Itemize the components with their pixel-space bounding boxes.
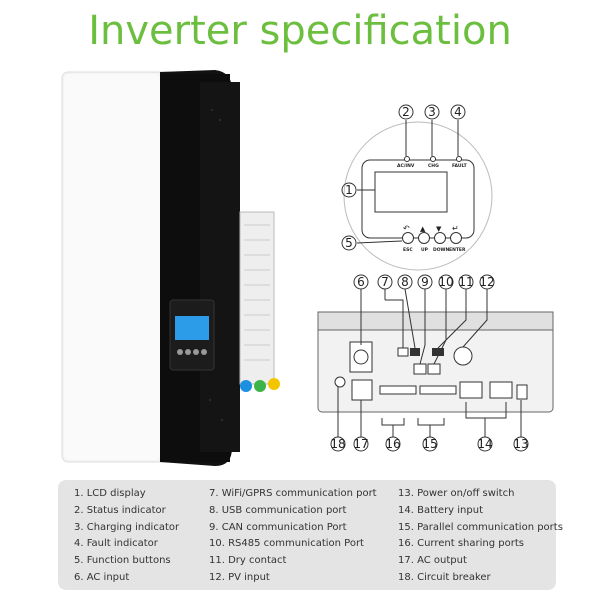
legend-item: 15. Parallel communication ports	[398, 521, 563, 533]
callout-15: 15	[422, 437, 437, 451]
legend-column-1: 1. LCD display 2. Status indicator 3. Ch…	[74, 486, 179, 587]
legend-item: 14. Battery input	[398, 504, 483, 516]
page-title: Inverter specification	[88, 8, 512, 54]
legend-item: 2. Status indicator	[74, 504, 166, 516]
legend-item: 4. Fault indicator	[74, 538, 158, 550]
callout-12: 12	[479, 275, 494, 289]
legend-column-2: 7. WiFi/GPRS communication port 8. USB c…	[209, 486, 377, 587]
callout-5: 5	[345, 236, 353, 250]
indicator-label-fault: FAULT	[452, 163, 468, 169]
button-label-esc: ESC	[403, 247, 413, 253]
legend-item: 16. Current sharing ports	[398, 538, 524, 550]
legend-item: 12. PV input	[209, 571, 270, 583]
callout-7: 7	[381, 275, 389, 289]
button-label-down: DOWN	[433, 247, 450, 253]
svg-text:▲: ▲	[420, 225, 426, 233]
legend-item: 3. Charging indicator	[74, 521, 180, 533]
inverter-illustration	[61, 70, 280, 466]
indicator-label-acinv: AC/INV	[397, 163, 415, 169]
legend-column-3: 13. Power on/off switch 14. Battery inpu…	[398, 486, 563, 587]
callout-3: 3	[428, 105, 436, 119]
callout-2: 2	[402, 105, 410, 119]
callout-6: 6	[357, 275, 365, 289]
callout-8: 8	[401, 275, 409, 289]
callout-13: 13	[513, 437, 528, 451]
callout-10: 10	[438, 275, 453, 289]
callout-9: 9	[421, 275, 429, 289]
legend-item: 7. WiFi/GPRS communication port	[209, 488, 377, 499]
legend-item: 18. Circuit breaker	[398, 571, 491, 583]
svg-text:↶: ↶	[402, 224, 410, 233]
callout-4: 4	[454, 105, 462, 119]
button-label-up: UP	[421, 247, 429, 253]
legend-box: 1. LCD display 2. Status indicator 3. Ch…	[58, 480, 563, 590]
bottom-ports-diagram: 6 7 8 9 10 11 12 18 17 16 15 14 13	[317, 274, 554, 452]
callout-16: 16	[385, 437, 400, 451]
legend-item: 11. Dry contact	[209, 555, 287, 567]
button-label-enter: ENTER	[449, 247, 466, 253]
callout-14: 14	[477, 437, 492, 451]
legend-item: 13. Power on/off switch	[398, 488, 515, 499]
callout-1: 1	[345, 183, 353, 197]
svg-text:▼: ▼	[436, 225, 442, 233]
legend-item: 9. CAN communication Port	[209, 521, 347, 533]
legend-item: 8. USB communication port	[209, 504, 347, 516]
svg-text:↵: ↵	[452, 224, 459, 233]
legend-item: 5. Function buttons	[74, 555, 171, 567]
control-panel-diagram: AC/INV CHG FAULT ESC UP DOWN ENTER ↶▲▼↵ …	[341, 104, 493, 271]
legend-item: 17. AC output	[398, 555, 467, 567]
legend-item: 10. RS485 communication Port	[209, 538, 364, 550]
legend-item: 1. LCD display	[74, 488, 146, 499]
legend-item: 6. AC input	[74, 571, 130, 583]
callout-11: 11	[458, 275, 473, 289]
callout-17: 17	[353, 437, 368, 451]
callout-18: 18	[330, 437, 345, 451]
indicator-label-chg: CHG	[428, 163, 439, 169]
